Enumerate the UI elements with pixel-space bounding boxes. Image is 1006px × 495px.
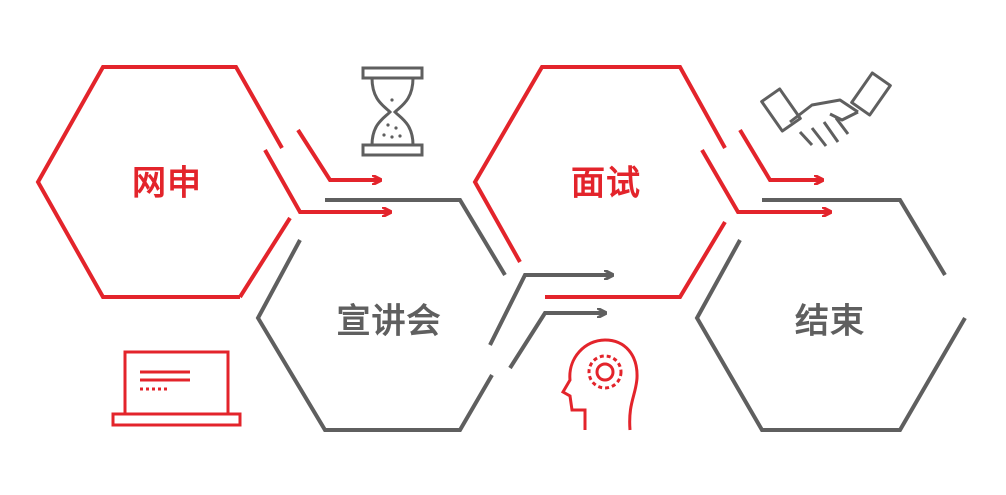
head-gear-icon [560,338,639,431]
step-label-3: 面试 [571,163,641,204]
arrow-step-3-lower [700,148,830,212]
laptop-icon [111,350,242,427]
hexagon-step-1 [35,65,292,299]
hourglass-icon [361,66,424,157]
step-label-4: 结束 [795,301,865,342]
arrow-step-3-upper [738,128,822,180]
arrow-step-1-upper [296,128,380,180]
handshake-icon [760,71,892,147]
step-label-2: 宣讲会 [336,301,442,342]
hexagon-step-3 [472,65,727,299]
hexagon-step-4 [694,198,967,432]
step-label-1: 网申 [132,163,202,204]
arrow-step-2-lower [508,313,605,370]
arrow-step-2-upper [488,275,612,346]
arrow-step-1-lower [263,149,390,212]
hexagon-step-2 [255,198,507,432]
